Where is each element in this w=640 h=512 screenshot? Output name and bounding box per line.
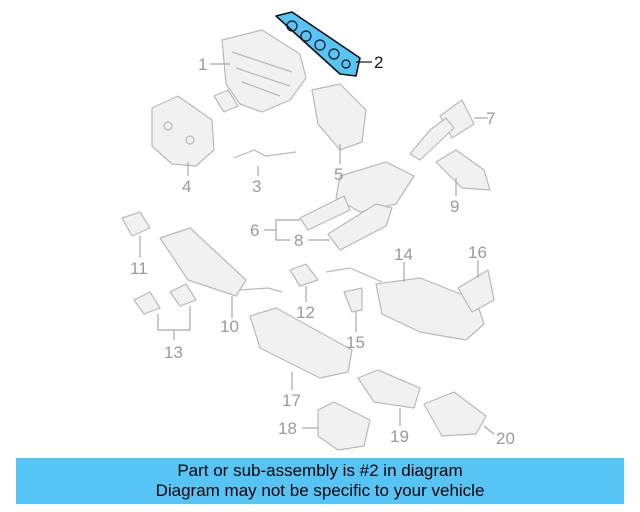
callout-18: 18 [278, 419, 297, 438]
part-6-front-pipe[interactable] [299, 117, 455, 231]
callout-3: 3 [252, 177, 261, 196]
callout-17: 17 [282, 391, 301, 410]
callout-6: 6 [250, 221, 259, 240]
info-banner: Part or sub-assembly is #2 in diagram Di… [16, 458, 624, 504]
callout-20: 20 [496, 429, 515, 448]
callout-13: 13 [164, 343, 183, 362]
part-14-muffler[interactable] [325, 267, 485, 341]
callout-1: 1 [198, 55, 207, 74]
part-2-manifold-gasket[interactable] [275, 11, 361, 77]
banner-line-2: Diagram may not be specific to your vehi… [155, 481, 485, 500]
callout-2: 2 [374, 53, 383, 72]
callout-19: 19 [390, 427, 409, 446]
part-12-clamp[interactable] [289, 263, 319, 287]
callout-5: 5 [334, 165, 343, 184]
part-15-hanger[interactable] [343, 287, 363, 313]
part-3-pipe[interactable] [233, 149, 297, 159]
callout-7: 7 [486, 109, 495, 128]
callout-16: 16 [468, 243, 487, 262]
callout-8: 8 [294, 231, 303, 250]
part-11-clamp[interactable] [121, 211, 151, 237]
part-17-floor-shield[interactable] [249, 307, 353, 379]
part-13-brackets[interactable] [133, 283, 197, 315]
callout-11: 11 [130, 259, 148, 278]
callout-9: 9 [450, 197, 459, 216]
part-4-heat-shield[interactable] [151, 95, 215, 167]
part-8-shield[interactable] [327, 203, 393, 251]
leader-lines [139, 61, 495, 435]
callout-10: 10 [220, 317, 239, 336]
part-5-bracket[interactable] [311, 83, 367, 151]
part-1-exhaust-manifold[interactable] [213, 29, 307, 113]
part-18-shield[interactable] [317, 401, 371, 451]
callout-12: 12 [296, 303, 315, 322]
callout-4: 4 [182, 177, 191, 196]
part-20-shield[interactable] [423, 391, 487, 437]
part-19-shield[interactable] [357, 369, 421, 409]
exploded-parts-diagram: 1 2 3 4 5 6 7 8 9 10 11 12 13 14 15 16 1… [121, 11, 515, 451]
banner-line-1: Part or sub-assembly is #2 in diagram [177, 461, 463, 480]
callout-15: 15 [346, 333, 365, 352]
part-9-hanger[interactable] [435, 149, 491, 191]
callout-14: 14 [394, 245, 413, 264]
part-10-resonator[interactable] [159, 227, 283, 297]
callout-labels: 1 2 3 4 5 6 7 8 9 10 11 12 13 14 15 16 1… [130, 53, 515, 448]
